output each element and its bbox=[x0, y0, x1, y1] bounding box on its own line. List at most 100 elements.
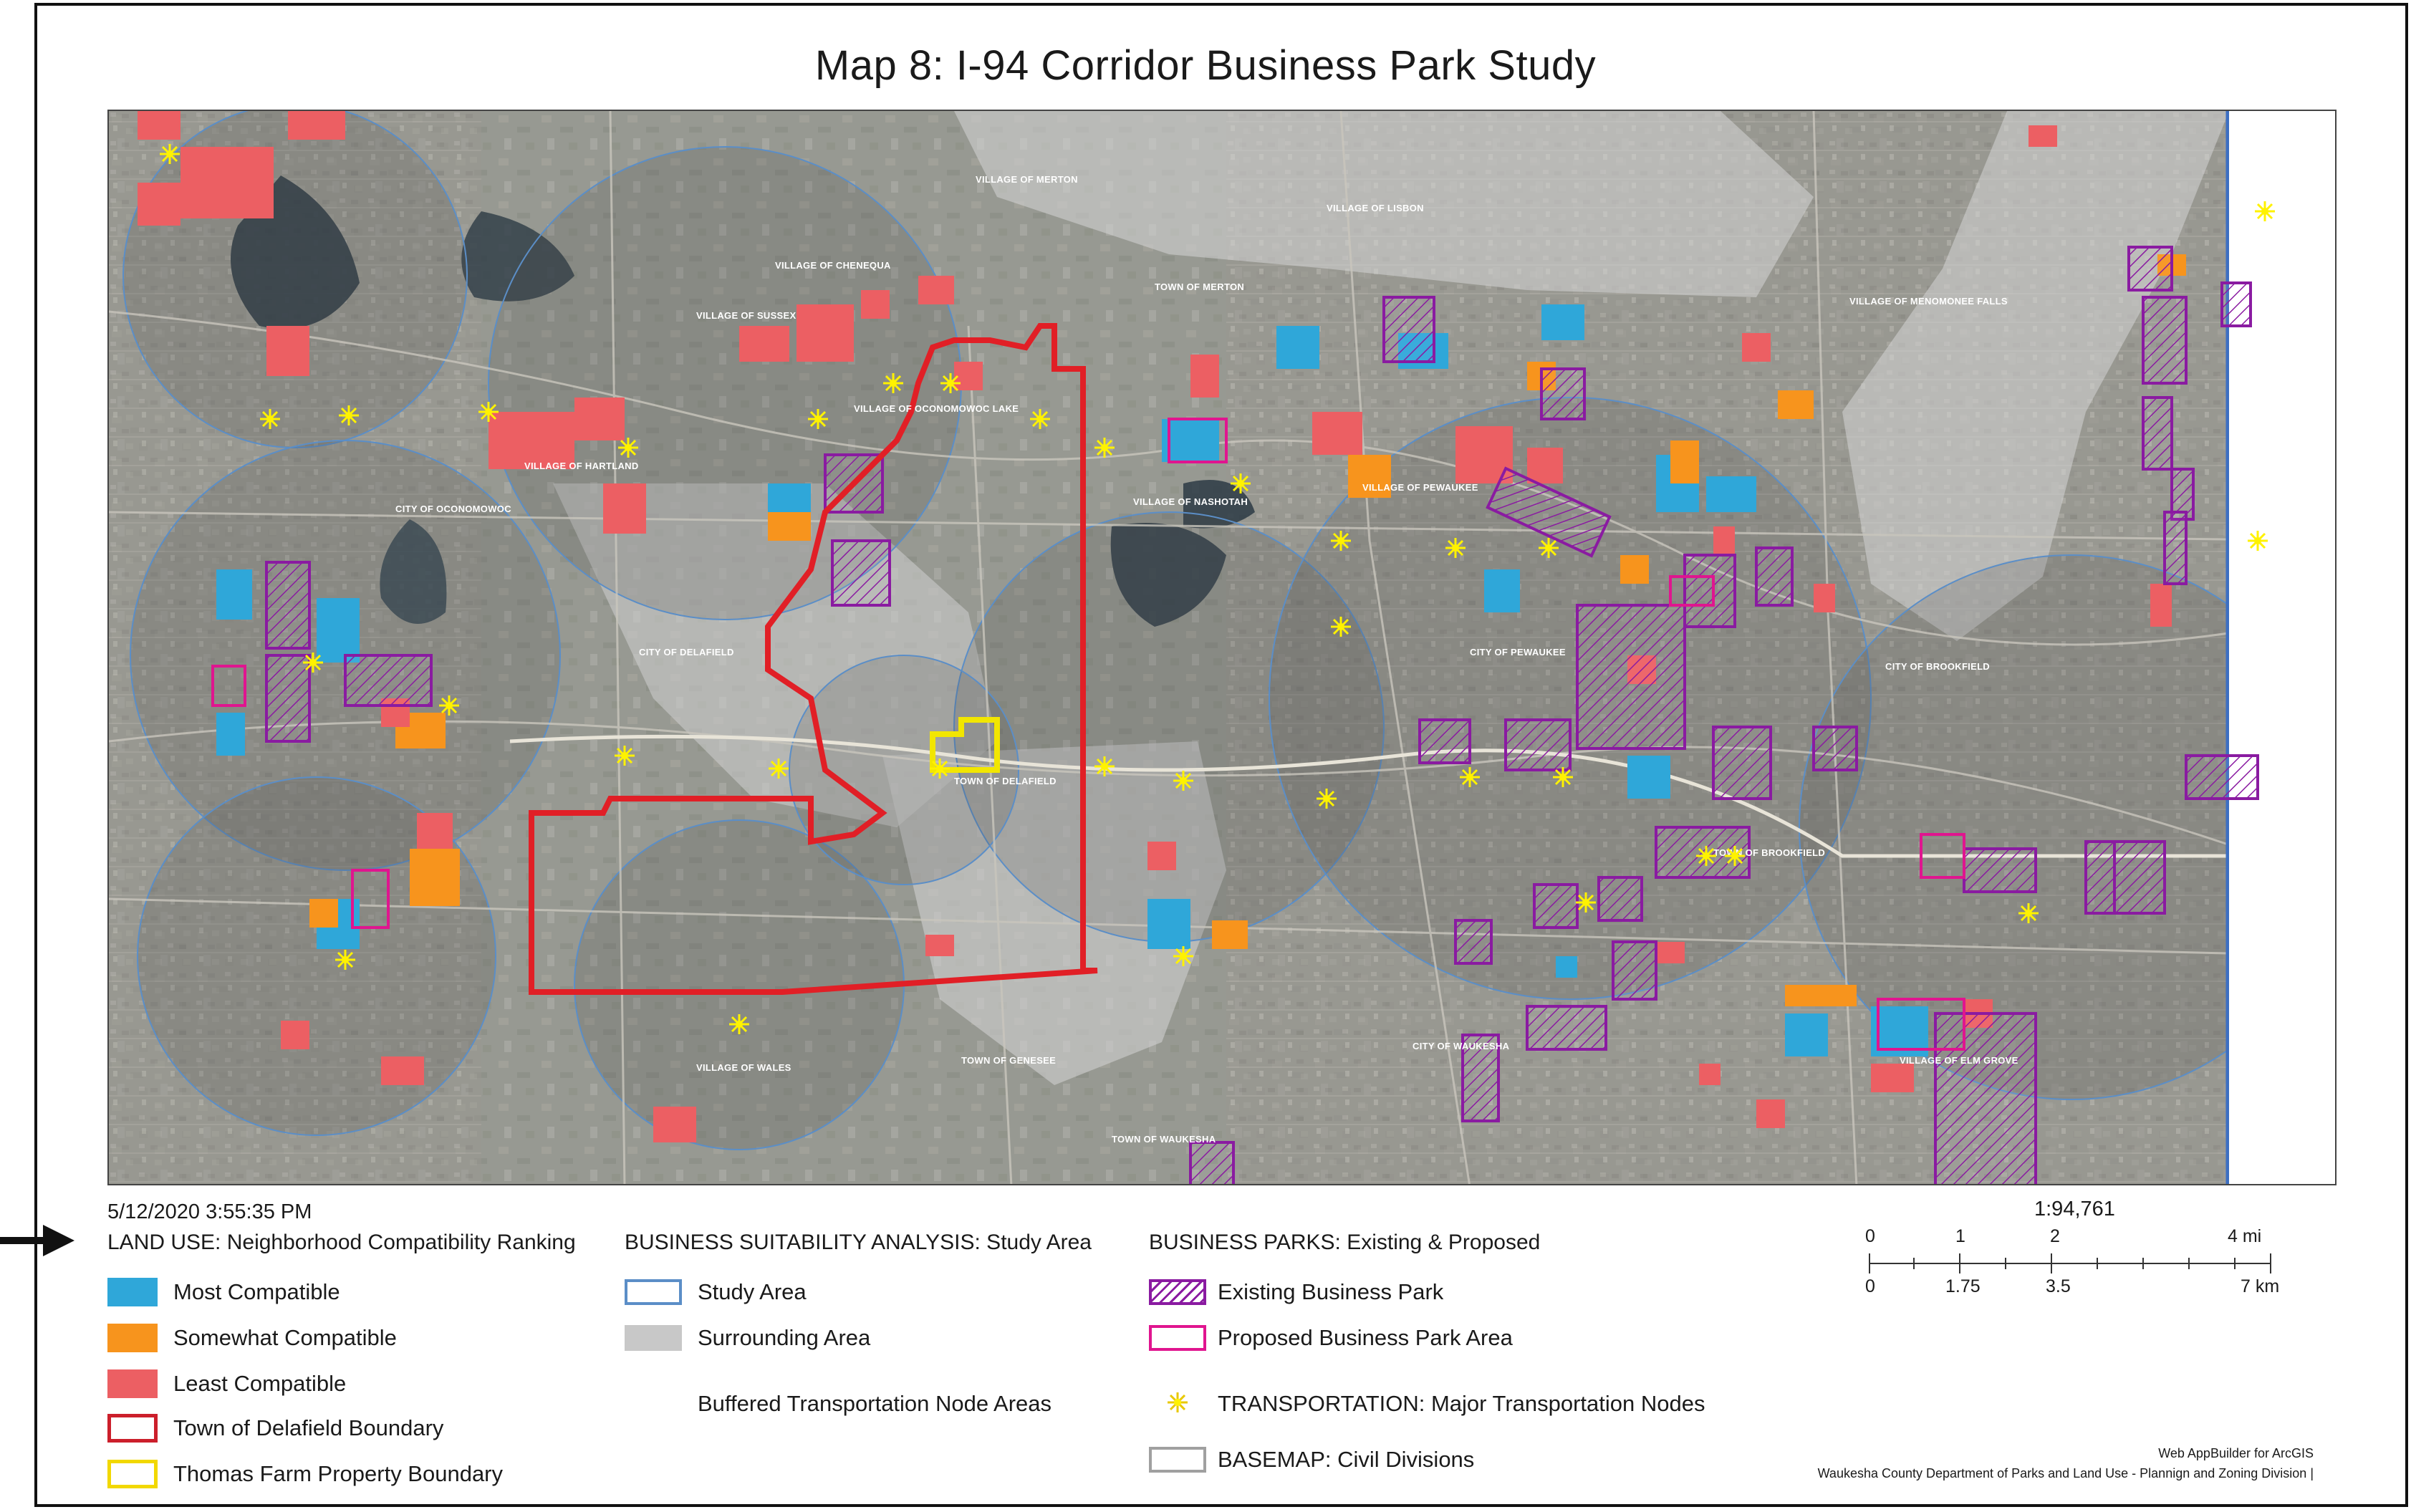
surrounding-area-south bbox=[882, 741, 1226, 1085]
thomas-farm-swatch bbox=[107, 1460, 158, 1488]
svg-text:VILLAGE OF CHENEQUA: VILLAGE OF CHENEQUA bbox=[775, 260, 891, 271]
transport-node-icon bbox=[1445, 538, 1466, 558]
transport-node-icon bbox=[883, 373, 903, 393]
legend-item-somewhat-compatible: Somewhat Compatible bbox=[107, 1322, 397, 1354]
most-compatible-swatch bbox=[107, 1278, 158, 1306]
transport-node-icon bbox=[1094, 756, 1115, 776]
transport-node-icon bbox=[1553, 767, 1573, 787]
transport-node-icon bbox=[729, 1014, 749, 1034]
scale-mi-2: 2 bbox=[2050, 1226, 2060, 1246]
legend-label: Surrounding Area bbox=[698, 1325, 871, 1350]
map-view[interactable]: VILLAGE OF MERTON VILLAGE OF LISBON VILL… bbox=[107, 110, 2337, 1185]
somewhat-compatible-swatch bbox=[107, 1324, 158, 1352]
legend-item-surrounding-area: Surrounding Area bbox=[625, 1322, 870, 1354]
legend-item-most-compatible: Most Compatible bbox=[107, 1276, 340, 1308]
transport-node-icon bbox=[2018, 903, 2039, 923]
svg-text:VILLAGE OF MERTON: VILLAGE OF MERTON bbox=[976, 174, 1078, 185]
transport-node-icon bbox=[1331, 531, 1351, 551]
transport-node-icon bbox=[439, 695, 459, 716]
legend-heading-land-use: LAND USE: Neighborhood Compatibility Ran… bbox=[107, 1231, 576, 1254]
transport-node-icon bbox=[260, 409, 280, 429]
town-boundary-swatch bbox=[107, 1414, 158, 1443]
svg-text:VILLAGE OF MENOMONEE FALLS: VILLAGE OF MENOMONEE FALLS bbox=[1849, 296, 2008, 307]
svg-text:CITY OF WAUKESHA: CITY OF WAUKESHA bbox=[1413, 1041, 1510, 1051]
legend-label: BASEMAP: Civil Divisions bbox=[1218, 1447, 1475, 1472]
transport-node-icon bbox=[303, 653, 323, 673]
legend-item-study-area: Study Area bbox=[625, 1276, 807, 1308]
transport-node-icon bbox=[1576, 892, 1596, 913]
outside-county bbox=[2229, 111, 2335, 1184]
legend-item-civil-divisions: BASEMAP: Civil Divisions bbox=[1149, 1444, 1474, 1475]
legend-item-thomas-farm: Thomas Farm Property Boundary bbox=[107, 1458, 503, 1490]
transport-node-icon bbox=[1460, 767, 1480, 787]
svg-text:VILLAGE OF PEWAUKEE: VILLAGE OF PEWAUKEE bbox=[1362, 482, 1478, 493]
transport-node-icon bbox=[1696, 846, 1716, 866]
transport-node-icon bbox=[930, 759, 950, 779]
transport-node-icon bbox=[1231, 473, 1251, 493]
transport-node-icon bbox=[1168, 1392, 1188, 1412]
lake-okauchee bbox=[461, 211, 574, 302]
lake-pewaukee bbox=[1183, 480, 1255, 529]
proposed-park-swatch bbox=[1149, 1325, 1206, 1351]
legend-item-transport-nodes: TRANSPORTATION: Major Transportation Nod… bbox=[1149, 1388, 1705, 1420]
legend-item-existing-park: Existing Business Park bbox=[1149, 1276, 1443, 1308]
scale-mi-1: 1 bbox=[1955, 1226, 1965, 1246]
transport-node-icon bbox=[1173, 771, 1193, 791]
legend-label: Buffered Transportation Node Areas bbox=[698, 1391, 1052, 1416]
buffered-nodes-swatch bbox=[625, 1390, 682, 1418]
svg-text:VILLAGE OF ELM GROVE: VILLAGE OF ELM GROVE bbox=[1900, 1055, 2018, 1066]
svg-text:TOWN OF MERTON: TOWN OF MERTON bbox=[1155, 281, 1244, 292]
scale-km-7: 7 km bbox=[2241, 1276, 2280, 1296]
legend-label: Most Compatible bbox=[173, 1279, 340, 1304]
thomas-farm-boundary bbox=[930, 717, 1000, 773]
existing-park-swatch bbox=[1149, 1279, 1206, 1305]
timestamp: 5/12/2020 3:55:35 PM bbox=[107, 1200, 312, 1223]
surrounding-area-north bbox=[954, 111, 1814, 297]
transport-node-icon bbox=[1030, 409, 1050, 429]
transport-node-icon bbox=[1173, 946, 1193, 966]
scale-ruler bbox=[1869, 1253, 2271, 1273]
scale-ratio: 1:94,761 bbox=[2034, 1198, 2115, 1220]
transportation-nodes bbox=[160, 144, 2275, 1034]
svg-text:VILLAGE OF LISBON: VILLAGE OF LISBON bbox=[1327, 203, 1424, 213]
arrow-icon bbox=[0, 1225, 74, 1256]
svg-text:CITY OF DELAFIELD: CITY OF DELAFIELD bbox=[639, 647, 734, 658]
lake-fowler bbox=[380, 519, 447, 624]
legend-label: Existing Business Park bbox=[1218, 1279, 1444, 1304]
transport-node-icon bbox=[160, 144, 180, 164]
svg-text:VILLAGE OF SUSSEX: VILLAGE OF SUSSEX bbox=[696, 310, 796, 321]
legend-label: Proposed Business Park Area bbox=[1218, 1325, 1513, 1350]
transport-node-icon bbox=[339, 405, 359, 425]
svg-text:TOWN OF GENESEE: TOWN OF GENESEE bbox=[961, 1055, 1056, 1066]
transport-node-icon bbox=[1725, 846, 1745, 866]
scale-km-35: 3.5 bbox=[2046, 1276, 2071, 1296]
scale-km-0: 0 bbox=[1865, 1276, 1875, 1296]
transport-node-icon bbox=[618, 438, 638, 458]
svg-text:TOWN OF DELAFIELD: TOWN OF DELAFIELD bbox=[954, 776, 1057, 786]
svg-text:CITY OF PEWAUKEE: CITY OF PEWAUKEE bbox=[1470, 647, 1566, 658]
transport-node-icon bbox=[1539, 538, 1559, 558]
transport-node-icon bbox=[1094, 438, 1115, 458]
lake-nagawicka bbox=[1110, 523, 1226, 627]
transport-node-icon bbox=[335, 950, 355, 970]
svg-text:VILLAGE OF HARTLAND: VILLAGE OF HARTLAND bbox=[524, 461, 639, 471]
existing-business-parks bbox=[265, 246, 2259, 1184]
study-area-swatch bbox=[625, 1279, 682, 1305]
civil-division-swatch bbox=[1149, 1447, 1206, 1473]
transport-node-icon bbox=[808, 409, 828, 429]
transport-node-icon bbox=[1317, 789, 1337, 809]
transport-node-icon bbox=[2255, 201, 2275, 221]
legend-item-least-compatible: Least Compatible bbox=[107, 1368, 346, 1400]
legend-item-proposed-park: Proposed Business Park Area bbox=[1149, 1322, 1513, 1354]
legend-label: Town of Delafield Boundary bbox=[173, 1415, 444, 1440]
map-canvas[interactable]: VILLAGE OF MERTON VILLAGE OF LISBON VILL… bbox=[109, 111, 2337, 1185]
legend-label: Study Area bbox=[698, 1279, 807, 1304]
scale-bar: 1:94,761 0 1 2 4 mi 0 1.75 3.5 7 km bbox=[1834, 1196, 2306, 1304]
legend-label: Somewhat Compatible bbox=[173, 1325, 397, 1350]
legend-label: Thomas Farm Property Boundary bbox=[173, 1461, 504, 1486]
transport-node-icon bbox=[478, 402, 499, 422]
surrounding-area-east bbox=[1842, 111, 2229, 641]
surrounding-area-swatch bbox=[625, 1325, 682, 1351]
least-compatible-swatch bbox=[107, 1369, 158, 1398]
credit-arcgis: Web AppBuilder for ArcGIS bbox=[2158, 1446, 2314, 1460]
